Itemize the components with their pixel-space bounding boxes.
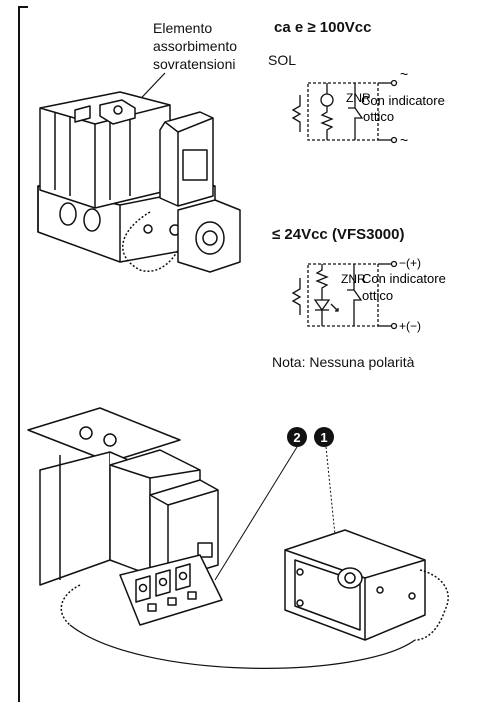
dc-znr-label: ZNR	[341, 272, 366, 286]
ac-indicator-line-2: ottico	[363, 109, 394, 124]
page-frame-top	[18, 6, 28, 8]
ac-znr-label: ZNR	[346, 91, 371, 105]
polarity-note: Nota: Nessuna polarità	[272, 354, 415, 370]
page-frame-left	[18, 6, 20, 702]
sol-label: SOL	[268, 52, 297, 68]
dc-indicator-line-2: ottico	[362, 288, 393, 303]
surge-absorber-label: Elemento assorbimento sovratensioni	[153, 19, 237, 73]
connector-cover-drawing	[284, 529, 449, 641]
callout-2-number: 2	[293, 430, 300, 445]
callout-2: 2	[214, 427, 307, 581]
surge-label-line-1: Elemento	[153, 20, 213, 36]
valve-cover-removed-drawing	[27, 407, 223, 626]
dc-terminal-top: −(+)	[399, 256, 421, 270]
dc-terminal-bottom: +(−)	[399, 319, 421, 333]
ac-terminal-top: ~	[400, 66, 408, 82]
solenoid-valve-drawing	[37, 91, 241, 273]
connection-arc	[69, 624, 416, 669]
callout-1: 1	[314, 427, 336, 536]
surge-label-line-2: assorbimento	[153, 38, 238, 54]
ac-indicator-line-1: Con indicatore	[361, 93, 445, 108]
callout-1-number: 1	[320, 430, 327, 445]
surge-label-line-3: sovratensioni	[153, 56, 236, 72]
dc-heading: ≤ 24Vcc (VFS3000)	[272, 226, 405, 243]
dc-circuit-diagram	[291, 260, 398, 330]
ac-heading: ca e ≥ 100Vcc	[274, 19, 372, 36]
ac-terminal-bottom: ~	[400, 132, 408, 148]
ac-circuit-diagram	[291, 79, 398, 144]
dc-indicator-line-1: Con indicatore	[362, 271, 446, 286]
